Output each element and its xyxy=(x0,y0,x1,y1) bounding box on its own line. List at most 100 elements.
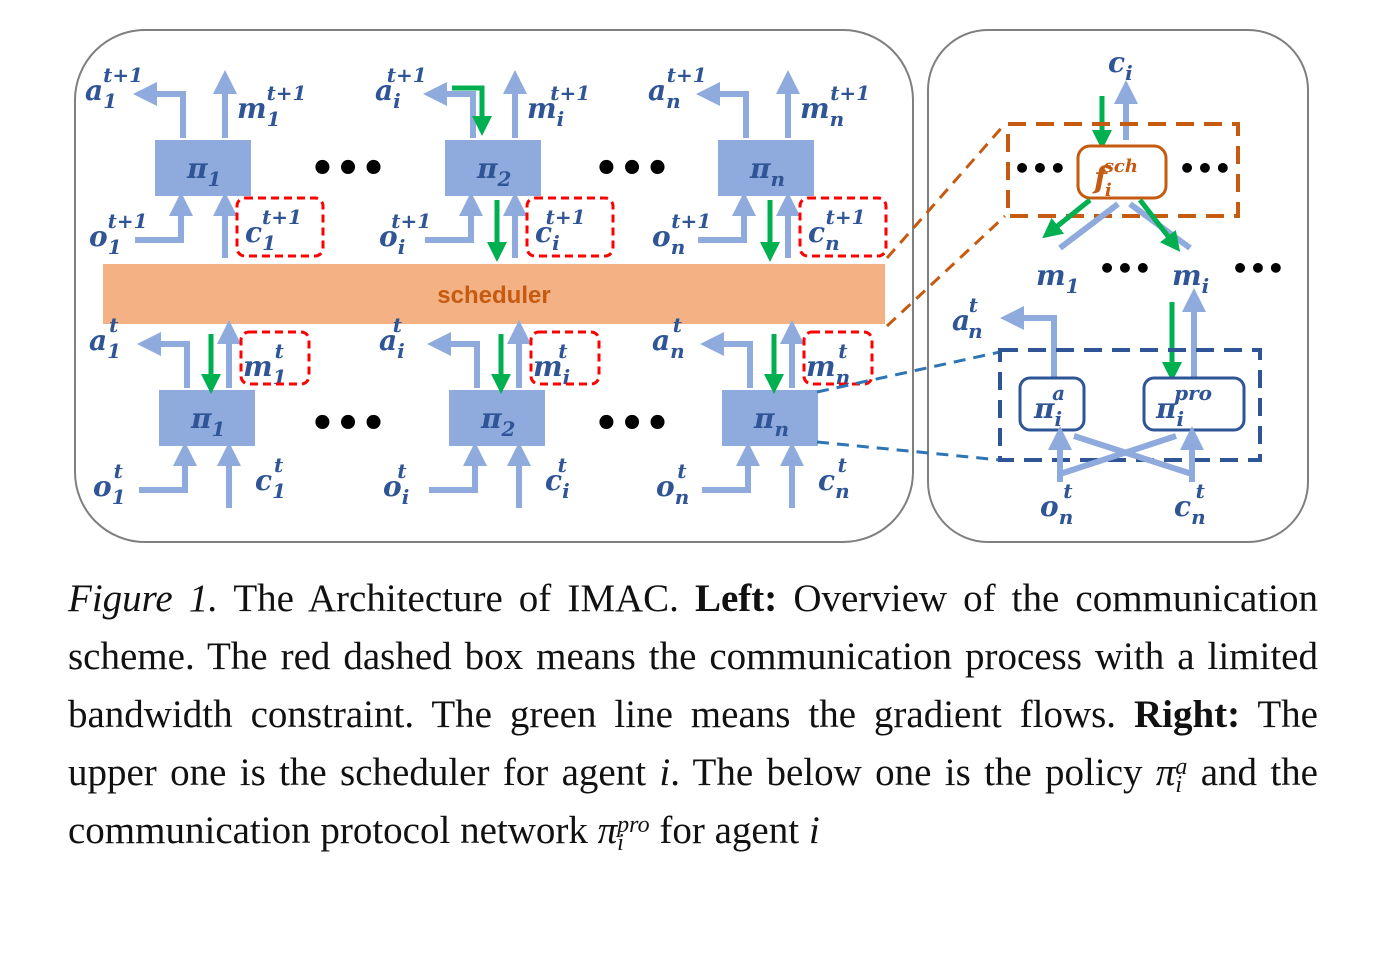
obs-label-bottom-3: ont xyxy=(656,459,689,509)
policy-label-bottom-2: π2 xyxy=(480,402,516,441)
right-m-ellipsis-1: ••• xyxy=(1098,252,1152,285)
scheduler-box-ellipsis-right: ••• xyxy=(1178,152,1232,185)
bandwidth-box-bottom-2 xyxy=(529,330,601,386)
gradient-arrow-action-top-2 xyxy=(452,85,492,136)
caption-proto-pi: π xyxy=(597,809,618,852)
obs-label-top-2: oit+1 xyxy=(379,209,431,259)
right-panel xyxy=(927,29,1309,543)
caption-right-text-3: and the communication protocol network xyxy=(68,751,1318,852)
action-label-top-2: ait+1 xyxy=(375,63,427,113)
policy-block-top-2 xyxy=(445,140,541,196)
action-label-top-3: ant+1 xyxy=(648,63,707,113)
right-on-label: ont xyxy=(1040,479,1073,529)
obs-arrow-bottom-3 xyxy=(702,442,760,493)
figure-caption: Figure 1. The Architecture of IMAC. Left… xyxy=(68,570,1318,860)
zoom-line-blue-2 xyxy=(816,440,1001,462)
f-to-m1-grad xyxy=(1042,198,1092,239)
caption-agent-i2: i xyxy=(808,809,820,852)
policy-block-bottom-2 xyxy=(449,390,545,446)
caption-title: The Architecture of IMAC. xyxy=(218,577,695,620)
right-cn-label: cnt xyxy=(1174,479,1206,529)
right-m-ellipsis-2: ••• xyxy=(1231,252,1285,285)
obs-arrow-top-3 xyxy=(698,192,756,243)
message-out-label-top-2: mit+1 xyxy=(527,81,590,131)
right-mi-label: mi xyxy=(1172,259,1209,298)
ellipsis-top-2: ••• xyxy=(594,146,671,192)
policy-block-top-3 xyxy=(718,140,814,196)
message-out-label-top-3: mnt+1 xyxy=(800,81,870,131)
zoom-line-orange-1 xyxy=(885,123,1007,259)
comm-in-label-bottom-3: cnt xyxy=(818,453,850,503)
bandwidth-box-top-2 xyxy=(525,196,615,258)
scheduler-zoom-box xyxy=(1006,122,1240,218)
policy-label-top-3: πn xyxy=(749,152,785,191)
ellipsis-bottom-2: ••• xyxy=(594,401,671,447)
ellipsis-bottom-1: ••• xyxy=(310,401,387,447)
obs-arrow-bottom-2 xyxy=(429,442,487,493)
action-arrow-top-3 xyxy=(696,82,749,138)
right-an-arrow xyxy=(1000,306,1057,380)
scheduler-box-ellipsis-left: ••• xyxy=(1013,152,1067,185)
action-label-bottom-2: ait xyxy=(379,313,405,363)
caption-left-bold: Left: xyxy=(694,577,778,620)
right-c-label: ci xyxy=(1108,46,1133,85)
caption-left-text: Overview of the communication scheme. Th… xyxy=(68,577,1318,736)
f-sch-block xyxy=(1076,144,1168,200)
f-to-mi-grad xyxy=(1138,198,1181,252)
caption-right-text-2: . The below one is the policy xyxy=(670,751,1156,794)
policy-block-bottom-1 xyxy=(159,390,255,446)
policy-label-bottom-3: πn xyxy=(753,402,789,441)
pi-pro-label: πipro xyxy=(1155,381,1212,431)
caption-agent-i: i xyxy=(659,751,671,794)
obs-label-bottom-2: oit xyxy=(383,459,409,509)
caption-policy-sub: i xyxy=(1175,772,1183,799)
caption-proto-sup: pro xyxy=(617,812,650,839)
caption-figure-label: Figure 1. xyxy=(68,577,218,620)
zoom-line-blue-1 xyxy=(816,350,1001,394)
scheduler-bar xyxy=(103,264,885,324)
policy-block-top-1 xyxy=(155,140,251,196)
comm-in-label-top-3: cnt+1 xyxy=(808,205,866,255)
caption-right-text-1: The upper one is the scheduler for agent xyxy=(68,693,1318,794)
policy-block-bottom-3 xyxy=(722,390,818,446)
policy-zoom-box xyxy=(998,348,1262,462)
right-m1-label: m1 xyxy=(1036,259,1080,298)
bandwidth-box-top-1 xyxy=(235,196,325,258)
obs-label-bottom-1: o1t xyxy=(93,459,126,509)
caption-right-text-4: for agent xyxy=(649,809,809,852)
caption-policy-pi: π xyxy=(1155,751,1176,794)
action-arrow-bottom-2 xyxy=(427,332,480,388)
action-label-top-1: a1t+1 xyxy=(85,63,143,113)
scheduler-label: scheduler xyxy=(437,282,550,309)
policy-label-bottom-1: π1 xyxy=(190,402,225,441)
m1-to-f-arrow xyxy=(1058,201,1120,251)
action-arrow-bottom-3 xyxy=(700,332,753,388)
obs-arrow-top-2 xyxy=(425,192,483,243)
right-an-label: ant xyxy=(952,293,983,343)
message-out-label-top-1: m1t+1 xyxy=(237,81,306,131)
bandwidth-box-bottom-1 xyxy=(239,330,311,386)
action-label-bottom-1: a1t xyxy=(89,313,121,363)
caption-proto-sub: i xyxy=(617,830,624,857)
pi-a-label: πia xyxy=(1033,381,1065,431)
comm-in-label-bottom-2: cit xyxy=(545,453,570,503)
comm-in-label-top-2: cit+1 xyxy=(535,205,586,255)
bandwidth-box-bottom-3 xyxy=(802,330,874,386)
caption-right-bold: Right: xyxy=(1133,693,1241,736)
on-to-pipro-arrow xyxy=(1059,433,1177,477)
comm-in-label-top-1: c1t+1 xyxy=(245,205,302,255)
message-out-label-bottom-2: mit xyxy=(533,339,570,389)
cn-to-pia-arrow xyxy=(1073,433,1193,477)
zoom-line-orange-2 xyxy=(885,214,1007,328)
comm-in-label-bottom-1: c1t xyxy=(255,453,286,503)
policy-label-top-2: π2 xyxy=(476,152,512,191)
obs-arrow-bottom-1 xyxy=(139,442,197,493)
svg-text:ci: ci xyxy=(1108,46,1133,85)
caption-policy-sup: a xyxy=(1175,754,1188,781)
action-label-bottom-3: ant xyxy=(652,313,685,363)
f-sch-label: fisch xyxy=(1092,156,1138,201)
bandwidth-box-top-3 xyxy=(798,196,888,258)
policy-label-top-1: π1 xyxy=(186,152,221,191)
obs-arrow-top-1 xyxy=(135,192,193,243)
